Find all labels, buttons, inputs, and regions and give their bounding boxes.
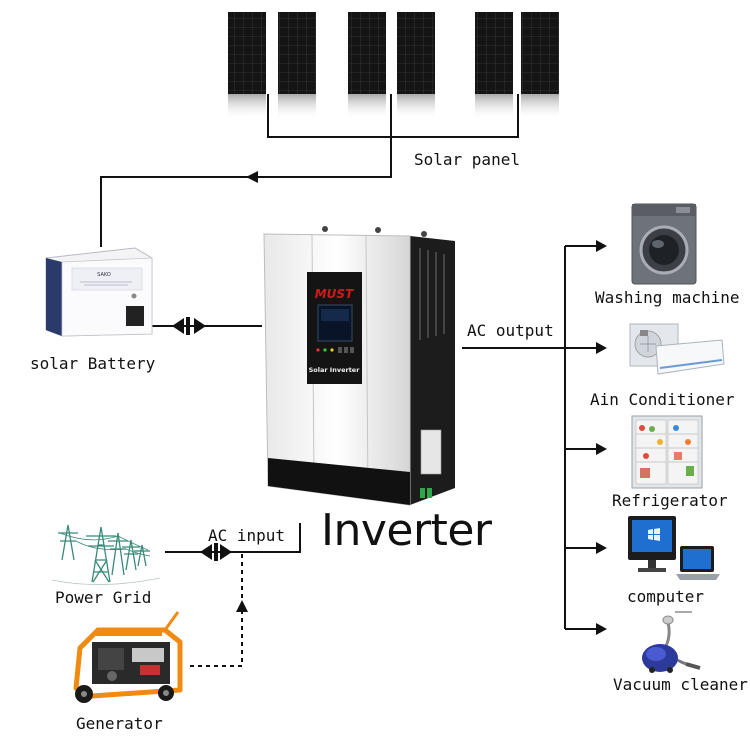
inverter-face-label: Solar Inverter xyxy=(309,366,361,374)
ac-input-label: AC input xyxy=(208,526,286,545)
generator-icon xyxy=(73,611,183,703)
arrow-load-2 xyxy=(596,342,607,354)
battery-icon: SAKO xyxy=(45,247,153,337)
battery-brand: SAKO xyxy=(97,272,111,278)
panel-bus-line xyxy=(267,94,519,138)
washing-machine-icon xyxy=(631,203,697,285)
generator-dotted-line xyxy=(190,552,243,667)
solar-panel-label: Solar panel xyxy=(414,150,520,169)
arrow-generator-up xyxy=(236,600,248,612)
arrow-load-5 xyxy=(596,623,607,635)
arrow-load-3 xyxy=(596,443,607,455)
arrow-load-1 xyxy=(596,240,607,252)
load-label-computer: computer xyxy=(627,587,705,606)
generator-label: Generator xyxy=(76,714,163,733)
power-grid-label: Power Grid xyxy=(55,588,152,607)
bidirectional-ac-input-connector xyxy=(200,543,232,561)
load-label-vacuum-cleaner: Vacuum cleaner xyxy=(613,675,748,694)
ac-output-label: AC output xyxy=(467,321,554,340)
panel-to-battery-line xyxy=(100,137,392,247)
solar-battery-label: solar Battery xyxy=(30,354,156,373)
solar-panel-module xyxy=(228,12,559,94)
solar-panel-reflection xyxy=(228,94,559,120)
arrow-to-battery xyxy=(246,171,258,183)
load-label-refrigerator: Refrigerator xyxy=(612,491,728,510)
inverter-brand-logo: MUST xyxy=(315,287,354,301)
load-label-washing-machine: Washing machine xyxy=(595,288,740,307)
inverter-label: Inverter xyxy=(321,505,492,556)
vacuum-cleaner-icon xyxy=(642,611,701,673)
arrows xyxy=(172,171,607,635)
pylon-icon xyxy=(51,524,161,585)
load-label-air-conditioner: Ain Conditioner xyxy=(590,390,735,409)
computer-icon xyxy=(628,516,720,580)
arrow-load-4 xyxy=(596,542,607,554)
inverter-icon: MUST Solar Inverter xyxy=(263,226,455,506)
solar-panel-icon xyxy=(228,12,559,120)
bidirectional-battery-connector xyxy=(172,317,206,335)
refrigerator-icon xyxy=(631,415,703,489)
air-conditioner-icon xyxy=(629,323,725,375)
